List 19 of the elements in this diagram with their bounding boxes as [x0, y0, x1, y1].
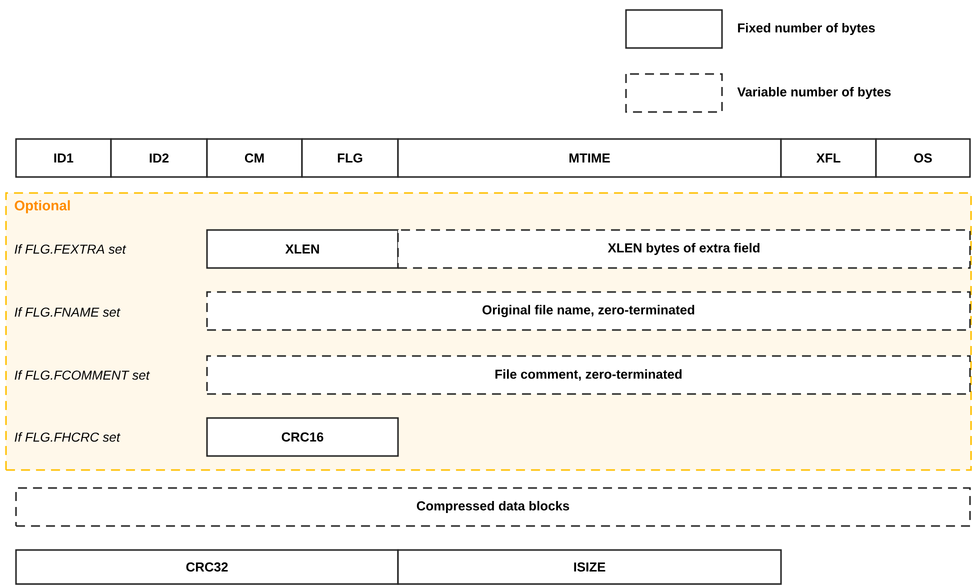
variable-field: File comment, zero-terminated	[206, 355, 971, 395]
fixed-field: FLG	[301, 138, 399, 178]
fixed-field: OS	[875, 138, 971, 178]
variable-field: Original file name, zero-terminated	[206, 291, 971, 331]
condition-label: If FLG.FCOMMENT set	[14, 370, 150, 380]
legend-entry: Variable number of bytes	[625, 73, 891, 113]
fixed-field: XFL	[780, 138, 877, 178]
condition-label: If FLG.FHCRC set	[14, 432, 120, 442]
fixed-field: CRC32	[15, 549, 399, 585]
fixed-field: ISIZE	[397, 549, 782, 585]
fixed-field: ID2	[110, 138, 208, 178]
condition-label: If FLG.FEXTRA set	[14, 244, 126, 254]
condition-label: If FLG.FNAME set	[14, 307, 120, 317]
fixed-field: CRC16	[206, 417, 399, 457]
fixed-field: ID1	[15, 138, 112, 178]
fixed-field: XLEN	[206, 229, 399, 269]
variable-field: Compressed data blocks	[15, 487, 971, 527]
fixed-field: CM	[206, 138, 303, 178]
legend-entry: Fixed number of bytes	[625, 9, 875, 49]
